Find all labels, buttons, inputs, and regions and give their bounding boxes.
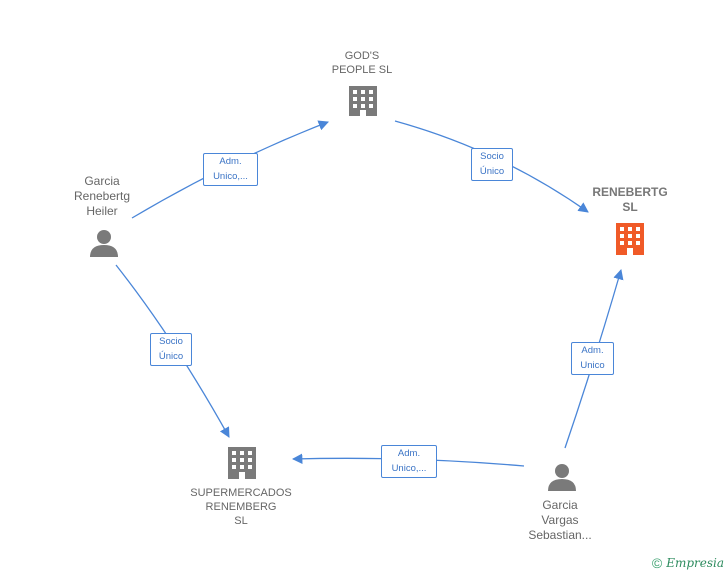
edge-label-heiler-gods: Adm. Unico,... xyxy=(203,153,258,186)
node-label-garcia-vargas[interactable]: Garcia Vargas Sebastian... xyxy=(528,498,592,542)
building-icon[interactable] xyxy=(349,86,377,116)
edge-label-vargas-renebertg: Adm. Unico xyxy=(571,342,614,375)
building-icon[interactable] xyxy=(616,223,644,255)
node-label-garcia-heiler[interactable]: Garcia Renebertg Heiler xyxy=(73,174,131,218)
person-icon[interactable] xyxy=(548,464,576,491)
node-label-renebertg[interactable]: RENEBERTG SL xyxy=(592,185,668,214)
edge-label-heiler-super: Socio Único xyxy=(150,333,192,366)
edge-label-vargas-super: Adm. Unico,... xyxy=(381,445,437,478)
watermark: © Empresia xyxy=(652,554,724,572)
node-label-gods-people[interactable]: GOD'S PEOPLE SL xyxy=(331,50,393,76)
node-label-supermercados[interactable]: SUPERMERCADOS RENEMBERG SL xyxy=(190,487,292,527)
building-icon[interactable] xyxy=(228,447,256,479)
copyright-icon: © xyxy=(651,555,663,571)
edge-label-gods-renebertg: Socio Único xyxy=(471,148,513,181)
brand-logo: Empresia xyxy=(666,556,724,570)
person-icon[interactable] xyxy=(90,230,118,257)
